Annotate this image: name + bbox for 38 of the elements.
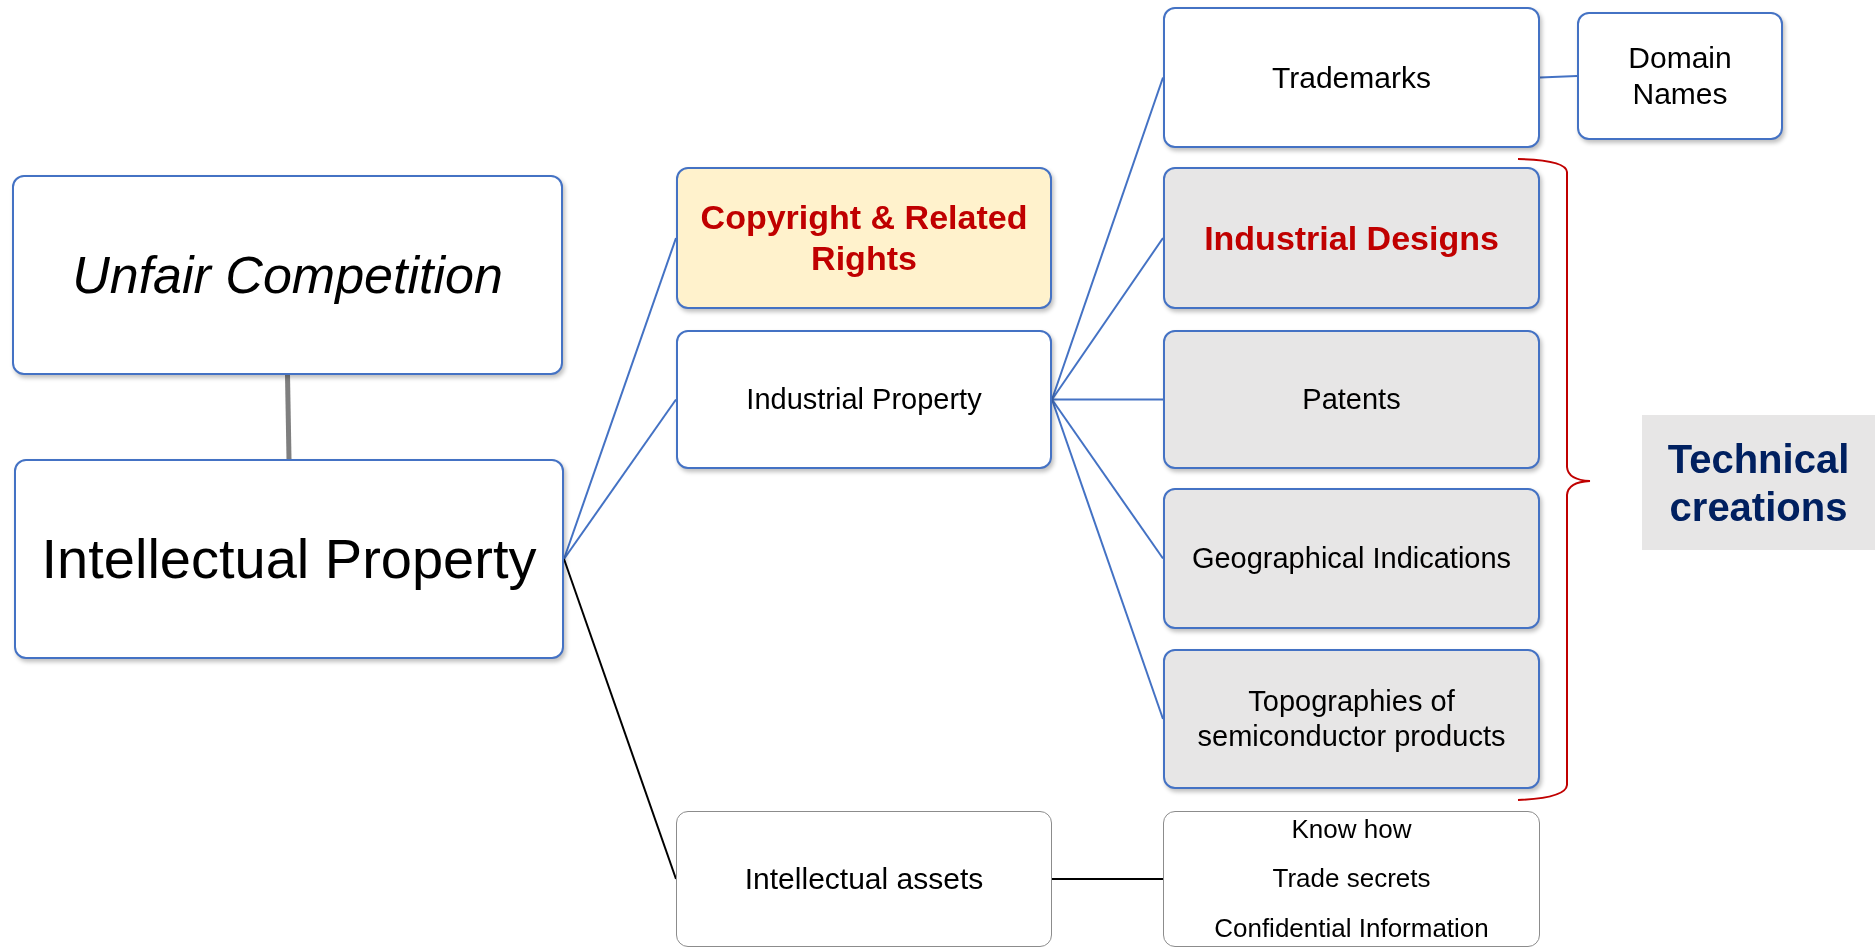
node-text: Intellectual Property [41, 526, 537, 593]
connector-line [1539, 75, 1578, 79]
node-text: Trademarks [1272, 59, 1431, 96]
connector-line [1051, 398, 1164, 720]
node-text: Industrial Property [746, 382, 982, 417]
node-text: Copyright & Related Rights [699, 197, 1029, 279]
node-text: Industrial Designs [1204, 217, 1499, 259]
concept-box [14, 459, 564, 659]
concept-box [12, 175, 563, 375]
concept-box [1163, 811, 1540, 947]
concept-box [1163, 649, 1540, 789]
node-text: Topographies of semiconductor products [1196, 684, 1507, 754]
connector-line [285, 374, 292, 460]
concept-box [1163, 330, 1540, 469]
concept-box [676, 330, 1052, 469]
node-text: Technical creations [1666, 435, 1851, 531]
concept-box [1163, 7, 1540, 148]
concept-box [1163, 167, 1540, 309]
node-text: Patents [1302, 382, 1401, 417]
label-panel [1642, 415, 1875, 550]
connector-line [563, 237, 677, 560]
connector-line [1051, 237, 1164, 401]
node-text: Intellectual assets [744, 861, 984, 897]
node-text: Trade secrets [1272, 863, 1431, 895]
concept-box [1577, 12, 1783, 140]
node-text: Know how [1291, 814, 1412, 846]
node-text: Unfair Competition [72, 244, 503, 306]
concept-box [1163, 488, 1540, 629]
connector-line [1051, 398, 1164, 401]
connector-line [1051, 878, 1164, 880]
concept-box [676, 811, 1052, 947]
node-text: Confidential Information [1214, 912, 1489, 944]
connector-line [563, 398, 677, 560]
concept-box [676, 167, 1052, 309]
connector-line [1051, 398, 1164, 560]
node-text: Geographical Indications [1191, 541, 1512, 576]
connector-line [563, 558, 677, 880]
node-text: Domain Names [1627, 40, 1733, 112]
